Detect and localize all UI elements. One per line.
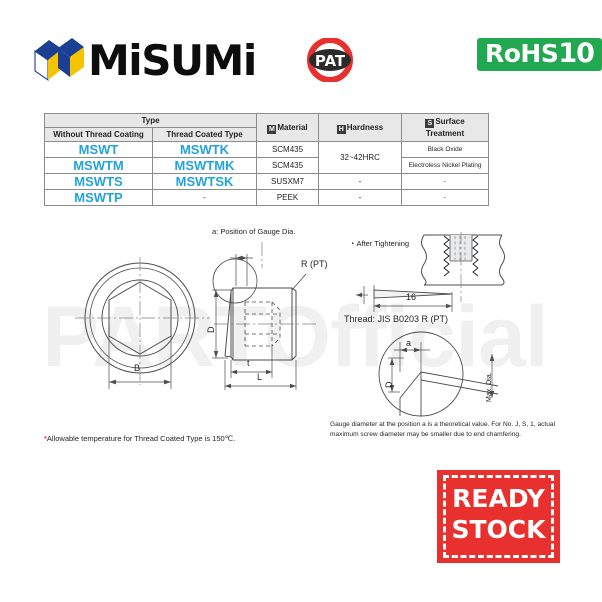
rohs-label: RoHS (485, 39, 559, 68)
max-dia-label: Max. Dia. (486, 372, 493, 402)
gauge-detail-drawing: a D Max. Dia. (374, 330, 509, 425)
cell-surface: - (401, 173, 489, 190)
material-badge-icon: M (267, 124, 277, 134)
ready-stock-dashed-border (443, 475, 554, 558)
note-asterisk-icon: * (44, 434, 47, 443)
table-row: MSWTS MSWTSK SUSXM7 - - (44, 173, 489, 190)
note-temperature-text: Allowable temperature for Thread Coated … (46, 434, 236, 443)
dim-label-t: t (247, 358, 250, 368)
dim-label-d-detail: D (384, 381, 394, 389)
cell-part-code-coated: MSWTK (152, 141, 257, 158)
table-row: MSWTP - PEEK - - (44, 189, 489, 206)
table-header-material-label: Material (277, 122, 308, 132)
note-gauge-diameter: Gauge diameter at the position a is a th… (330, 420, 580, 439)
table-header-without-coating: Without Thread Coating (44, 127, 153, 142)
table-header-coated-type: Thread Coated Type (152, 127, 257, 142)
cell-hardness: 32~42HRC (318, 141, 402, 174)
cell-material: PEEK (256, 189, 319, 206)
table-row: MSWTM MSWTMK SCM435 Electroless Nickel P… (44, 157, 489, 174)
cell-surface: - (401, 189, 489, 206)
cell-surface: Electroless Nickel Plating (401, 157, 489, 174)
svg-text:PAT: PAT (315, 52, 346, 70)
table-group-header-type: Type (44, 113, 257, 128)
side-view-drawing: a: Position of Gauge Dia. R (PT) D t L (200, 227, 330, 398)
cell-part-code: MSWT (44, 141, 153, 158)
watermark-text: PARTOfficial (42, 289, 549, 385)
hardness-badge-icon: H (336, 124, 346, 134)
table-row: MSWT MSWTK SCM435 32~42HRC Black Oxide (44, 141, 489, 174)
cell-part-code-coated: MSWTMK (152, 157, 257, 174)
cell-material: SUSXM7 (256, 173, 319, 190)
cell-surface: Black Oxide (401, 141, 489, 158)
front-view-drawing: B (70, 255, 220, 405)
note-gauge-line2: maximum screw diameter may be smaller du… (330, 430, 521, 438)
misumi-cube-logo-icon (33, 37, 85, 83)
brand-name: MiSUMi (88, 36, 257, 85)
ready-stock-line2: STOCK (451, 515, 546, 544)
thread-standard-label: Thread: JIS B0203 R (PT) (344, 314, 449, 324)
table-header-hardness-label: Hardness (346, 122, 384, 132)
cell-part-code-coated: MSWTSK (152, 173, 257, 190)
cell-part-code-coated: - (152, 189, 257, 206)
cell-material: SCM435 (256, 157, 319, 174)
rohs-number: 10 (558, 38, 595, 69)
cell-part-code: MSWTM (44, 157, 153, 174)
ready-stock-text: READY STOCK (437, 483, 560, 545)
table-header-surface-line1: Surface (435, 117, 465, 126)
note-temperature: *Allowable temperature for Thread Coated… (44, 434, 235, 443)
rohs-badge: RoHS10 (477, 38, 602, 71)
dim-label-l: L (257, 372, 263, 382)
after-tightening-drawing: ・After Tightening 16 Thread: JIS B0203 R… (344, 230, 512, 327)
cell-hardness: - (318, 189, 402, 206)
note-gauge-line1: Gauge diameter at the position a is a th… (330, 421, 556, 428)
thread-label-r-pt: R (PT) (301, 259, 328, 269)
cell-part-code: MSWTS (44, 173, 153, 190)
after-tightening-title: ・After Tightening (349, 239, 410, 248)
dim-label-d: D (206, 326, 216, 334)
table-header-surface-line2: Treatment (425, 129, 465, 138)
cell-material: SCM435 (256, 141, 319, 158)
cell-hardness: - (318, 173, 402, 190)
dim-label-a: a (406, 338, 412, 348)
surface-badge-icon: S (425, 119, 435, 128)
page-header: MiSUMi PAT RoHS10 (0, 0, 602, 100)
pat-icon: PAT (300, 37, 360, 83)
ready-stock-line1: READY (452, 484, 545, 513)
ready-stock-badge: READY STOCK (437, 470, 560, 563)
dim-label-16: 16 (406, 292, 417, 302)
gauge-position-note: a: Position of Gauge Dia. (212, 227, 296, 236)
cell-part-code: MSWTP (44, 189, 153, 206)
dim-label-b: B (134, 363, 141, 373)
